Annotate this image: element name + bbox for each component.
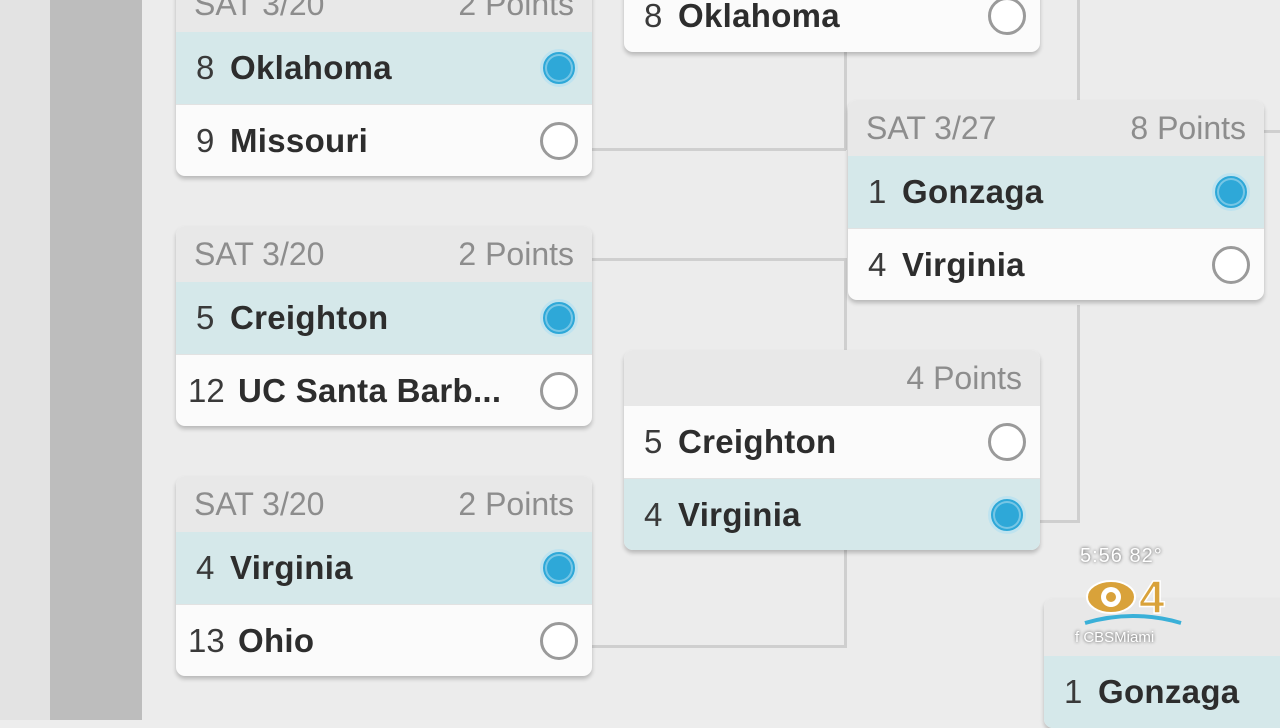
team-row[interactable]: 5 Creighton xyxy=(176,282,592,354)
pick-radio-selected[interactable] xyxy=(540,299,578,337)
team-name: Virginia xyxy=(678,495,801,533)
game-date: SAT 3/20 xyxy=(194,235,325,272)
game-points: 2 Points xyxy=(458,485,574,522)
team-row[interactable]: 8 Oklahoma xyxy=(624,0,1040,52)
cbs-eye-icon: 4 xyxy=(1084,570,1182,625)
team-seed: 5 xyxy=(644,423,663,460)
matchup-card: SAT 3/20 2 Points 5 Creighton 12 UC Sant… xyxy=(176,226,592,426)
matchup-header: 4 Points xyxy=(624,350,1040,406)
team-seed: 9 xyxy=(196,121,215,159)
time-temp: 5:56 82° xyxy=(1080,545,1163,567)
team-name: Gonzaga xyxy=(1098,673,1240,710)
connector-line xyxy=(844,50,847,150)
team-seed: 4 xyxy=(644,495,663,533)
matchup-card: 8 Oklahoma xyxy=(624,0,1040,52)
team-name: Creighton xyxy=(678,423,837,460)
matchup-header: SAT 3/27 8 Points xyxy=(848,100,1264,156)
team-row[interactable]: 4 Virginia xyxy=(624,478,1040,550)
team-row[interactable]: 12 UC Santa Barb... xyxy=(176,354,592,426)
matchup-card: SAT 3/27 8 Points 1 Gonzaga 4 Virginia xyxy=(848,100,1264,300)
team-row[interactable]: 4 Virginia xyxy=(848,228,1264,300)
connector-line xyxy=(844,548,847,648)
matchup-header: SAT 3/20 2 Points xyxy=(176,0,592,32)
team-name: Oklahoma xyxy=(678,0,840,34)
team-row[interactable]: 8 Oklahoma xyxy=(176,32,592,104)
pick-radio[interactable] xyxy=(540,621,578,660)
matchup-card: SAT 3/20 2 Points 8 Oklahoma 9 Missouri xyxy=(176,0,592,176)
team-row[interactable]: 13 Ohio xyxy=(176,604,592,676)
team-seed: 8 xyxy=(644,0,663,34)
pick-radio[interactable] xyxy=(540,371,578,410)
team-name: Virginia xyxy=(230,549,353,586)
social-handle: f CBSMiami xyxy=(1075,629,1154,646)
team-name: Creighton xyxy=(230,299,389,336)
game-points: 8 Points xyxy=(1130,109,1246,146)
team-seed: 1 xyxy=(868,173,887,210)
connector-line xyxy=(1262,130,1280,133)
matchup-card: 4 Points 5 Creighton 4 Virginia xyxy=(624,350,1040,550)
team-seed: 13 xyxy=(188,621,225,659)
pick-radio-selected[interactable] xyxy=(540,549,578,587)
handle-text: CBSMiami xyxy=(1083,629,1155,646)
team-name: UC Santa Barb... xyxy=(238,371,502,409)
team-name: Ohio xyxy=(238,621,315,659)
team-seed: 1 xyxy=(1064,673,1083,710)
pick-radio-selected[interactable] xyxy=(988,495,1026,534)
game-date: SAT 3/27 xyxy=(866,109,997,146)
svg-text:4: 4 xyxy=(1139,571,1165,623)
pick-radio[interactable] xyxy=(988,423,1026,461)
team-name: Gonzaga xyxy=(902,173,1044,210)
left-margin xyxy=(0,0,50,720)
connector-line xyxy=(1040,520,1080,523)
team-name: Oklahoma xyxy=(230,49,392,86)
matchup-header: SAT 3/20 2 Points xyxy=(176,476,592,532)
matchup-header xyxy=(1044,598,1280,656)
tv-watermark: 5:56 82° 4 f CBSMiami xyxy=(1075,545,1195,655)
team-name: Virginia xyxy=(902,245,1025,283)
game-points: 2 Points xyxy=(458,0,574,22)
connector-line xyxy=(1077,305,1080,523)
left-rail xyxy=(50,0,142,720)
team-row[interactable]: 1 Gonzaga xyxy=(848,156,1264,228)
team-seed: 5 xyxy=(196,299,215,336)
team-row[interactable]: 1 Gonzaga xyxy=(1044,656,1280,728)
connector-line xyxy=(592,645,846,648)
pick-radio[interactable] xyxy=(1212,245,1250,284)
connector-line xyxy=(592,148,846,151)
pick-radio-selected[interactable] xyxy=(540,49,578,87)
team-row[interactable]: 5 Creighton xyxy=(624,406,1040,478)
matchup-header: SAT 3/20 2 Points xyxy=(176,226,592,282)
team-seed: 4 xyxy=(868,245,887,283)
team-seed: 12 xyxy=(188,371,225,409)
pick-radio-selected[interactable] xyxy=(1212,173,1250,211)
game-date: SAT 3/20 xyxy=(194,0,325,22)
team-name: Missouri xyxy=(230,121,369,159)
game-points: 2 Points xyxy=(458,235,574,272)
pick-radio[interactable] xyxy=(988,0,1026,35)
team-seed: 4 xyxy=(196,549,215,586)
connector-line xyxy=(592,258,846,261)
matchup-card: SAT 3/20 2 Points 4 Virginia 13 Ohio xyxy=(176,476,592,676)
game-points: 4 Points xyxy=(906,359,1022,396)
team-row[interactable]: 9 Missouri xyxy=(176,104,592,176)
connector-line xyxy=(844,258,847,350)
connector-line xyxy=(1077,0,1080,100)
facebook-icon: f xyxy=(1075,629,1084,646)
team-seed: 8 xyxy=(196,49,215,86)
game-date: SAT 3/20 xyxy=(194,485,325,522)
team-row[interactable]: 4 Virginia xyxy=(176,532,592,604)
pick-radio[interactable] xyxy=(540,121,578,160)
